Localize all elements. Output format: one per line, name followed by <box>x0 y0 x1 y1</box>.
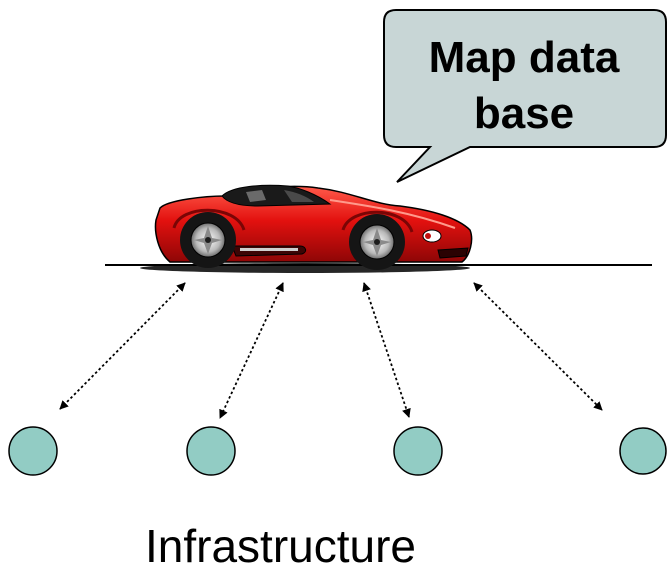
map-database-callout: Map data base <box>383 9 667 183</box>
sports-car-icon <box>140 184 473 273</box>
infrastructure-node-2 <box>186 426 236 476</box>
infrastructure-node-1 <box>8 426 58 476</box>
arrow-link-2 <box>219 282 284 419</box>
infrastructure-nodes <box>8 426 667 476</box>
infrastructure-node-4 <box>619 427 667 475</box>
infrastructure-caption: Infrastructure <box>145 520 416 567</box>
callout-line-2: base <box>474 89 574 138</box>
communication-arrows <box>59 282 603 419</box>
arrow-link-3 <box>362 282 411 418</box>
arrow-link-1 <box>59 282 186 410</box>
callout-line-1: Map data <box>429 33 620 82</box>
callout-bubble <box>383 9 667 183</box>
infrastructure-node-3 <box>393 426 443 476</box>
arrow-link-4 <box>473 282 603 411</box>
